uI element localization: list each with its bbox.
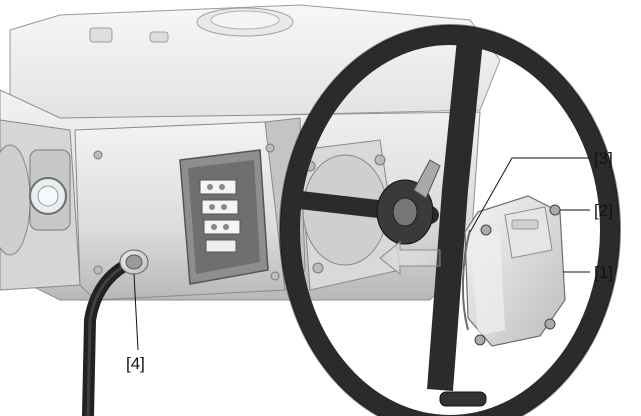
terminal-compartment-opening	[179, 149, 269, 285]
callout-label-4: [4]	[126, 354, 145, 373]
callout-label-1: [1]	[594, 263, 613, 282]
cable-gland-icon	[119, 249, 149, 275]
screw-icon	[474, 204, 561, 346]
callout-label-3: [3]	[594, 149, 613, 168]
cover-seal-icon	[461, 229, 471, 331]
insert-arrow-icon	[379, 240, 441, 276]
terminal-blocks	[199, 179, 241, 253]
indicator-window	[29, 149, 71, 231]
leader-line-3	[469, 157, 590, 233]
handwheel-icon	[279, 24, 621, 416]
leader-lines	[133, 157, 590, 351]
leader-line-4	[133, 273, 139, 351]
callout-label-2: [2]	[594, 201, 613, 220]
